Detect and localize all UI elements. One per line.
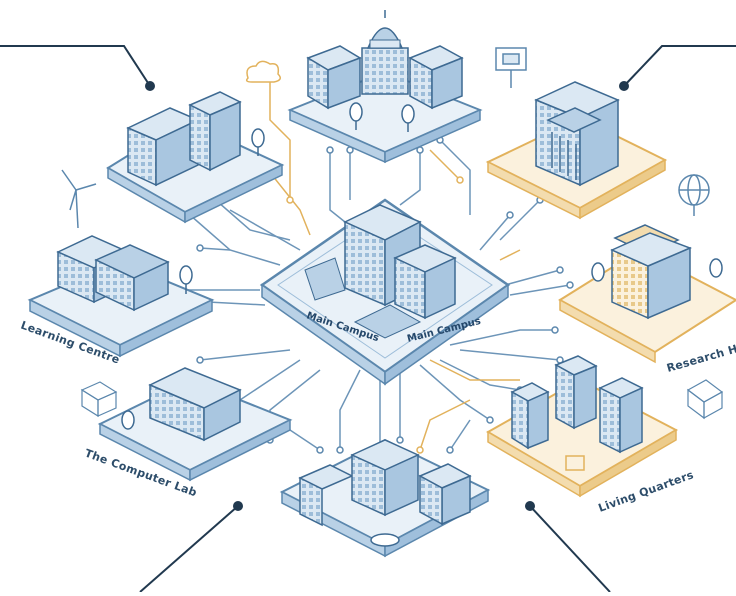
label-research-hub: Research Hub	[665, 338, 736, 375]
hub-main-campus: Main Campus Main Campus	[259, 198, 511, 386]
hub-building	[343, 204, 457, 320]
tile-left-learning-centre: Learning Centre	[19, 235, 215, 367]
tile-top-capitol	[287, 10, 483, 164]
cube-icon	[80, 379, 724, 420]
tile-right-research-hub: Research Hub	[558, 224, 736, 375]
tile-top-left-office	[106, 91, 285, 224]
wind-turbine-icon	[61, 169, 97, 229]
signboard-icon	[495, 47, 527, 88]
tree-icon	[121, 410, 135, 430]
cloud-icon	[245, 60, 281, 83]
leader-lines	[0, 45, 736, 593]
tree-icon	[709, 258, 723, 278]
globe-icon	[678, 174, 710, 216]
tree-icon	[349, 102, 415, 132]
tile-bottom-campus	[279, 438, 491, 558]
tree-icon	[591, 262, 605, 282]
tree-icon	[179, 265, 193, 285]
leader-dots	[145, 81, 629, 511]
tile-top-right-library	[485, 81, 668, 220]
tree-icon	[251, 128, 265, 148]
